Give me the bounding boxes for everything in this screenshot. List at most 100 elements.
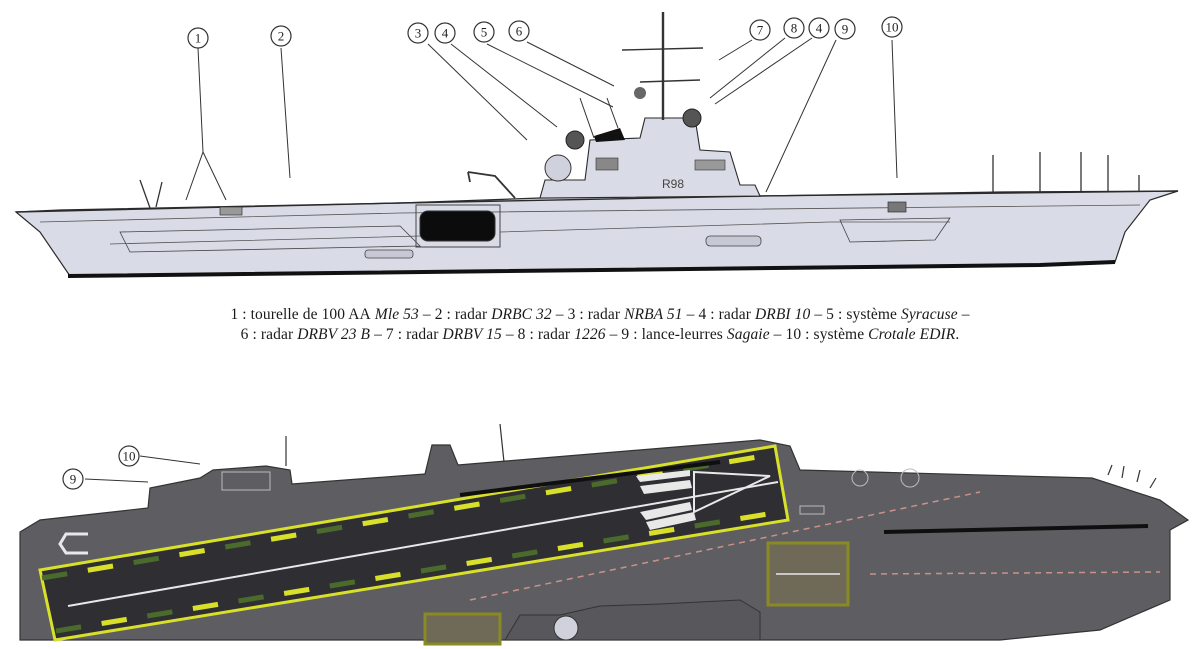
runway-edge-dash	[41, 571, 68, 581]
runway-edge-dash	[316, 524, 343, 534]
caption-segment: – 9 : lance-leurres	[605, 326, 727, 343]
runway-edge-dash	[591, 478, 618, 488]
callout-bottom-label-1: 10	[123, 449, 136, 464]
runway-edge-dash	[329, 579, 356, 589]
bow-aerials-plan	[285, 423, 1157, 489]
callout-top-label-2: 2	[278, 29, 285, 44]
runway-edge-dash	[179, 548, 206, 558]
caption-line-2: 6 : radar DRBV 23 B – 7 : radar DRBV 15 …	[0, 326, 1200, 344]
sponson-aft	[119, 225, 421, 253]
caption-segment: – 4 : radar	[682, 306, 755, 323]
caption-segment: –	[957, 306, 970, 323]
runway-edge-dash	[133, 555, 160, 565]
runway-edge-dash	[694, 519, 721, 529]
island: R98	[467, 12, 761, 199]
runway-edge-dash	[420, 564, 447, 574]
radar-drbi10-antenna	[594, 128, 625, 142]
callout-bottom-label-2: 9	[70, 472, 77, 487]
caption-segment: Mle 53	[370, 306, 419, 323]
side-profile-view: R98	[14, 12, 1179, 278]
callout-top-circle-3	[407, 22, 429, 44]
runway-edge-dash	[603, 534, 629, 544]
callout-top-circle-1	[187, 27, 209, 49]
caption-segment: 6 : radar	[240, 326, 298, 343]
boat-aft	[364, 249, 414, 259]
deck-dashed-line-1	[469, 491, 981, 601]
turret-100mm	[219, 206, 243, 216]
callouts-bottom: 10 9	[62, 445, 140, 490]
callout-bottom-circle-2	[62, 468, 84, 490]
callout-top-circle-4	[434, 22, 456, 44]
caption-segment: NRBA 51	[624, 306, 683, 323]
radome-syracuse	[544, 154, 572, 182]
caption-segment: AA	[348, 306, 371, 323]
hull-profile	[14, 190, 1179, 277]
runway-edge-dash	[55, 624, 82, 634]
runway-edge-dash	[238, 594, 264, 604]
runway-edge-dash	[557, 541, 584, 551]
island-base	[539, 117, 761, 199]
runway-centerline	[67, 481, 779, 607]
plan-view: 10 9	[19, 423, 1190, 646]
runway-edge-dash	[270, 532, 297, 542]
callout-top-label-7: 7	[757, 23, 764, 38]
runway-edge-dash	[648, 526, 675, 536]
aft-black-line	[459, 460, 721, 497]
leader-lines-top	[185, 37, 898, 201]
callout-top-label-5: 5	[481, 25, 488, 40]
runway-edge-dash	[511, 549, 538, 559]
hangar-opening	[419, 210, 496, 242]
island-window-block	[595, 157, 619, 171]
callout-top-label-10: 9	[842, 22, 849, 37]
caption-segment: – 10 : système	[769, 326, 869, 343]
runway-edge-dash	[739, 511, 766, 521]
mast-yard-upper	[621, 47, 704, 51]
caption-segment: DRBC 32	[491, 306, 552, 323]
sponson-fwd	[839, 217, 951, 243]
callout-top-circle-9	[808, 17, 830, 39]
callout-top-label-8: 8	[791, 21, 798, 36]
callout-top-circle-8	[783, 17, 805, 39]
caption-segment: Syracuse	[900, 306, 958, 323]
radar-dish-left	[565, 130, 585, 150]
runway-edge-dash	[224, 540, 251, 550]
runway-edge-dash	[408, 509, 435, 519]
caption-segment: DRBV 23 B	[297, 326, 371, 343]
caption-segment: – 7 : radar	[370, 326, 443, 343]
runway-edge-dash	[374, 571, 401, 581]
radar-dish-right	[682, 108, 702, 128]
callout-top-circle-6	[508, 20, 530, 42]
runway-edge-dash	[192, 601, 219, 611]
runway-edge-dash	[87, 563, 114, 573]
callout-top-circle-11	[881, 16, 903, 38]
runway-edge-dash	[545, 486, 572, 496]
callout-top-label-6: 6	[516, 24, 523, 39]
boat-fwd	[705, 235, 762, 247]
caption-segment: 1 : tourelle de 100	[230, 306, 349, 323]
runway-edge-dash	[146, 609, 173, 619]
callout-top-label-9: 4	[816, 21, 823, 36]
caption-segment: DRBI 10	[754, 306, 811, 323]
callout-top-label-3: 3	[415, 26, 422, 41]
callout-bottom-circle-1	[118, 445, 140, 467]
runway-edge-markings	[41, 455, 766, 634]
deck-crane	[467, 171, 516, 199]
runway-edge-dash	[466, 556, 493, 566]
caption-segment: – 3 : radar	[551, 306, 625, 323]
callout-top-label-11: 10	[886, 20, 899, 35]
callout-top-label-1: 1	[195, 31, 202, 46]
waterline	[67, 260, 1116, 278]
runway-chevrons	[636, 470, 771, 530]
caption-segment: .	[955, 326, 960, 343]
callout-top-circle-10	[834, 18, 856, 40]
caption-segment: DRBV 15	[442, 326, 502, 343]
caption-segment: – 2 : radar	[418, 306, 492, 323]
runway-edge-dash	[283, 586, 310, 596]
caption-segment: – 5 : système	[810, 306, 901, 323]
runway-edge-dash	[728, 455, 755, 465]
mast-platform-dish	[634, 87, 646, 99]
caption-segment: Crotale EDIR	[868, 326, 956, 343]
sponson-line	[109, 221, 950, 245]
